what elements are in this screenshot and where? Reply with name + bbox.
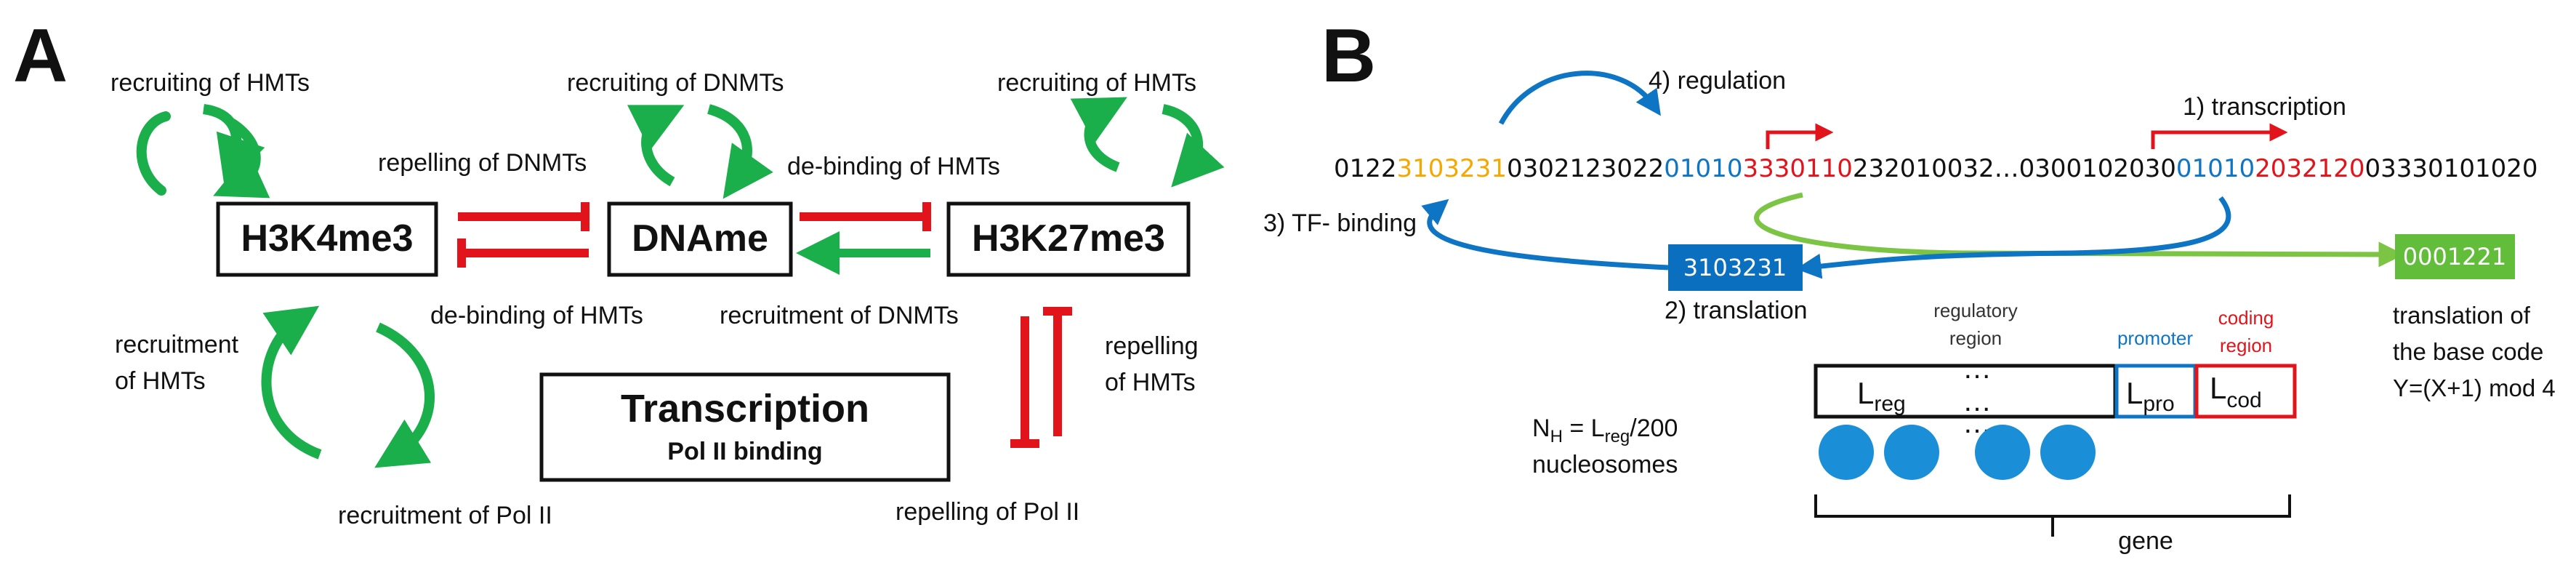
arrow-translation xyxy=(1795,196,2231,279)
nh-formula: NH = Lreg/200 xyxy=(1532,414,1678,446)
label-debinding-hmts-top: de-binding of HMTs xyxy=(787,153,1000,180)
panel-a: A recruiting of HMTs recruiting of DNMTs… xyxy=(13,14,1225,529)
label-coding-1: coding xyxy=(2218,307,2274,329)
nh-nucleosomes: nucleosomes xyxy=(1532,451,1678,478)
self-loop-arrow-h3k27me3 xyxy=(1070,97,1127,172)
seq-part-7-promoter: 01010 xyxy=(2176,154,2255,183)
box-dname xyxy=(607,201,793,277)
green-box-product-label: 0001221 xyxy=(2403,243,2507,271)
seq-part-6: 232010032…0300102030 xyxy=(1853,154,2176,183)
nucleosome xyxy=(1975,425,2030,480)
label-regulation: 4) regulation xyxy=(1649,67,1786,95)
lreg-label: Lreg xyxy=(1857,376,1906,416)
label-regulatory-1: regulatory xyxy=(1933,300,2018,321)
lcod-label: Lcod xyxy=(2210,371,2262,412)
arrow-base-code-translation xyxy=(1754,192,2404,268)
tss-arrow-1 xyxy=(1766,123,1834,149)
label-transcription: 1) transcription xyxy=(2183,93,2346,121)
label-promoter: promoter xyxy=(2117,327,2193,349)
repress-pol-to-h3k27me3 xyxy=(1043,307,1072,436)
seq-part-9: 03330101020 xyxy=(2365,154,2538,183)
label-translation-of-2: the base code xyxy=(2393,338,2543,365)
repress-dname-to-h3k27me3 xyxy=(800,202,931,231)
green-box-product xyxy=(2395,234,2515,279)
label-debinding-hmts-bottom: de-binding of HMTs xyxy=(430,302,643,329)
seq-part-8-coding: 2032120 xyxy=(2255,154,2364,183)
label-gene: gene xyxy=(2118,527,2173,555)
dots-box: … xyxy=(1963,385,1992,417)
panel-b: B 4) regulation 1) transcription 0122310… xyxy=(1263,14,2556,555)
tss-arrow-2 xyxy=(2151,123,2288,149)
panel-b-label: B xyxy=(1321,14,1376,98)
label-translation-of-1: translation of xyxy=(2393,302,2531,329)
label-recruitment-hmts-1: recruitment xyxy=(115,331,239,358)
gene-box-coding xyxy=(2194,364,2297,419)
self-loop-arrow-dname-b xyxy=(707,104,773,199)
nucleosome xyxy=(2040,425,2096,480)
box-h3k4me3-label: H3K4me3 xyxy=(241,217,413,260)
label-repelling-hmts-1: repelling xyxy=(1105,332,1199,360)
box-h3k27me3 xyxy=(946,201,1191,277)
box-transcription-title: Transcription xyxy=(621,387,869,430)
seq-part-2-tf-site: 3103231 xyxy=(1397,154,1507,183)
label-repelling-dnmts: repelling of DNMTs xyxy=(378,149,587,177)
repress-h3k4me3-to-dname xyxy=(458,202,589,231)
arrow-tf-binding xyxy=(1421,199,1669,271)
label-recruitment-dnmts: recruitment of DNMTs xyxy=(720,302,959,329)
self-loop-arrow-dname xyxy=(627,105,685,187)
blue-box-tf xyxy=(1668,244,1803,291)
label-translation: 2) translation xyxy=(1665,297,1808,324)
gene-box-regulatory xyxy=(1814,364,2117,419)
seq-part-4-promoter: 01010 xyxy=(1664,154,1742,183)
box-dname-label: DNAme xyxy=(632,217,768,260)
label-recruiting-hmts-right: recruiting of HMTs xyxy=(997,69,1196,97)
seq-part-1: 0122 xyxy=(1334,154,1397,183)
label-recruitment-pol: recruitment of Pol II xyxy=(338,502,552,529)
self-loop-arrow-h3k4me3-b xyxy=(202,104,265,188)
label-recruitment-hmts-2: of HMTs xyxy=(115,367,206,395)
dots-top: … xyxy=(1963,353,1992,385)
label-translation-of-3: Y=(X+1) mod 4 xyxy=(2393,374,2556,401)
nucleosome xyxy=(1819,425,1874,480)
loop-arrow-recruitment-up xyxy=(261,305,322,460)
label-coding-2: region xyxy=(2220,334,2272,356)
box-transcription xyxy=(539,372,951,482)
label-recruiting-dnmts: recruiting of DNMTs xyxy=(567,69,784,97)
repress-h3k27me3-to-pol xyxy=(1010,316,1039,448)
label-repelling-pol: repelling of Pol II xyxy=(895,498,1079,526)
label-recruiting-hmts-left: recruiting of HMTs xyxy=(110,69,310,97)
arrow-regulation xyxy=(1498,71,1661,125)
seq-part-5-coding: 3330110 xyxy=(1742,154,1852,183)
label-regulatory-2: region xyxy=(1949,327,2002,349)
seq-part-3: 0302123022 xyxy=(1507,154,1664,183)
blue-box-tf-label: 3103231 xyxy=(1683,254,1787,281)
lpro-label: Lpro xyxy=(2126,376,2175,416)
repress-dname-to-h3k4me3 xyxy=(457,239,589,268)
panel-a-label: A xyxy=(13,14,68,98)
self-loop-arrow-h3k27me3-b xyxy=(1162,104,1225,188)
gene-brace xyxy=(1814,494,2291,537)
nucleosome xyxy=(1884,425,1939,480)
label-repelling-hmts-2: of HMTs xyxy=(1105,369,1196,396)
box-transcription-sub: Pol II binding xyxy=(667,438,822,465)
box-h3k27me3-label: H3K27me3 xyxy=(972,217,1165,260)
loop-arrow-recruitment-down xyxy=(374,322,435,468)
box-h3k4me3 xyxy=(216,201,438,277)
label-tf-binding: 3) TF- binding xyxy=(1263,209,1417,237)
base-sequence: 0122310323103021230220101033301102320100… xyxy=(1334,154,2537,183)
